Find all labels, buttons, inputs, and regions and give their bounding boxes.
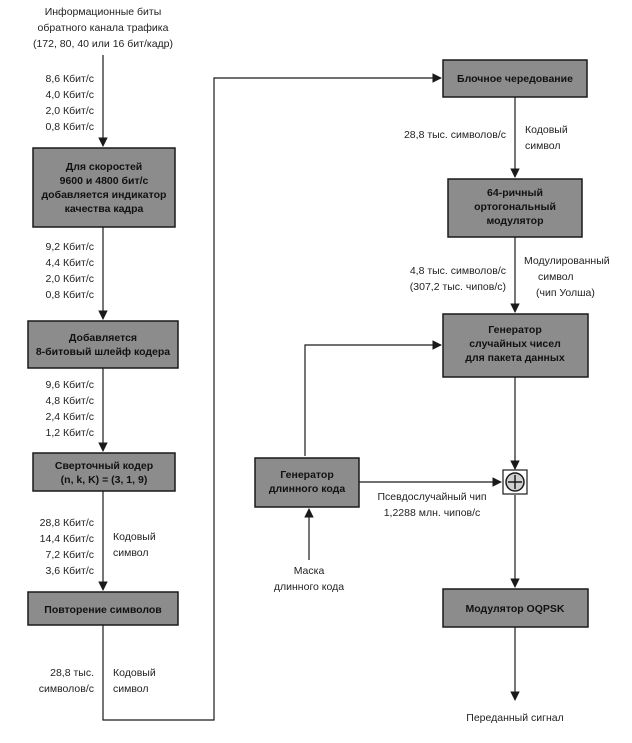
- modulated-rate-label: 4,8 тыс. символов/с (307,2 тыс. чипов/с): [410, 265, 506, 293]
- svg-text:2,0 Кбит/с: 2,0 Кбит/с: [46, 273, 95, 285]
- output-signal-label: Переданный сигнал: [466, 712, 563, 724]
- svg-text:9,6 Кбит/с: 9,6 Кбит/с: [46, 379, 95, 391]
- svg-text:0,8 Кбит/с: 0,8 Кбит/с: [46, 121, 95, 133]
- svg-text:(172, 80, 40 или 16 бит/кадр): (172, 80, 40 или 16 бит/кадр): [33, 38, 173, 50]
- svg-text:символ: символ: [113, 683, 149, 695]
- interleave-box-line-1: Блочное чередование: [457, 73, 573, 85]
- rates-block-2: 9,2 Кбит/с 4,4 Кбит/с 2,0 Кбит/с 0,8 Кби…: [46, 241, 95, 301]
- svg-text:(307,2 тыс. чипов/с): (307,2 тыс. чипов/с): [410, 281, 506, 293]
- rates-block-1: 8,6 Кбит/с 4,0 Кбит/с 2,0 Кбит/с 0,8 Кби…: [46, 73, 95, 133]
- svg-text:длинного кода: длинного кода: [274, 581, 344, 593]
- svg-text:(чип Уолша): (чип Уолша): [536, 287, 595, 299]
- code-symbol-label-2: Кодовый символ: [113, 667, 156, 695]
- svg-text:2,0 Кбит/с: 2,0 Кбит/с: [46, 105, 95, 117]
- svg-text:Информационные биты: Информационные биты: [45, 6, 162, 18]
- svg-text:Кодовый: Кодовый: [113, 531, 156, 543]
- burst-box-line-1: Генератор: [488, 324, 542, 336]
- svg-text:14,4 Кбит/с: 14,4 Кбит/с: [40, 533, 94, 545]
- burst-box-line-3: для пакета данных: [465, 352, 565, 364]
- conv-encoder-box-line-1: Сверточный кодер: [55, 460, 153, 472]
- svg-text:Маска: Маска: [294, 565, 325, 577]
- svg-text:символов/с: символов/с: [39, 683, 94, 695]
- indicator-box-line-3: добавляется индикатор: [42, 189, 167, 201]
- svg-text:обратного канала трафика: обратного канала трафика: [38, 22, 169, 34]
- indicator-box-line-4: качества кадра: [65, 203, 144, 215]
- rates-block-3: 9,6 Кбит/с 4,8 Кбит/с 2,4 Кбит/с 1,2 Кби…: [46, 379, 95, 439]
- burst-box-line-2: случайных чисел: [469, 338, 561, 350]
- svg-text:4,8 Кбит/с: 4,8 Кбит/с: [46, 395, 95, 407]
- tail-box-line-1: Добавляется: [69, 332, 137, 344]
- svg-text:4,0 Кбит/с: 4,0 Кбит/с: [46, 89, 95, 101]
- svg-text:Псевдослучайный чип: Псевдослучайный чип: [377, 491, 486, 503]
- indicator-box-line-1: Для скоростей: [66, 161, 143, 173]
- indicator-box-line-2: 9600 и 4800 бит/с: [60, 175, 149, 187]
- svg-text:символ: символ: [113, 547, 149, 559]
- tail-box: Добавляется 8-битовый шлейф кодера: [27, 320, 179, 369]
- svg-text:1,2 Кбит/с: 1,2 Кбит/с: [46, 427, 95, 439]
- interleave-box: Блочное чередование: [442, 59, 588, 98]
- rate-block-5: 28,8 тыс. символов/с: [39, 667, 94, 695]
- repeat-box-line-1: Повторение символов: [44, 604, 162, 616]
- svg-text:символ: символ: [525, 140, 561, 152]
- orthogonal-modulator-box: 64-ричный ортогональный модулятор: [447, 178, 583, 238]
- svg-text:2,4 Кбит/с: 2,4 Кбит/с: [46, 411, 95, 423]
- xor-adder-icon: [502, 469, 528, 495]
- longcode-box-line-1: Генератор: [280, 469, 334, 481]
- conv-encoder-box: Сверточный кодер (n, k, K) = (3, 1, 9): [32, 452, 176, 492]
- oqpsk-box-line-1: Модулятор OQPSK: [466, 603, 565, 615]
- svg-text:Кодовый: Кодовый: [113, 667, 156, 679]
- rates-block-4: 28,8 Кбит/с 14,4 Кбит/с 7,2 Кбит/с 3,6 К…: [40, 517, 94, 577]
- longcode-box-line-2: длинного кода: [269, 483, 346, 495]
- orth-box-line-1: 64-ричный: [487, 187, 543, 199]
- tail-box-line-2: 8-битовый шлейф кодера: [36, 346, 170, 358]
- orth-box-line-3: модулятор: [486, 215, 543, 227]
- repeat-box: Повторение символов: [27, 591, 179, 626]
- code-symbol-label-3: Кодовый символ: [525, 124, 568, 152]
- conv-encoder-box-line-2: (n, k, K) = (3, 1, 9): [61, 474, 148, 486]
- svg-text:28,8 тыс.: 28,8 тыс.: [50, 667, 94, 679]
- svg-text:7,2 Кбит/с: 7,2 Кбит/с: [46, 549, 95, 561]
- svg-text:4,8 тыс. символов/с: 4,8 тыс. символов/с: [410, 265, 506, 277]
- svg-text:Кодовый: Кодовый: [525, 124, 568, 136]
- burst-randomizer-box: Генератор случайных чисел для пакета дан…: [442, 313, 589, 378]
- line-repeat-to-interleave: [102, 73, 442, 721]
- svg-text:3,6 Кбит/с: 3,6 Кбит/с: [46, 565, 95, 577]
- line-longcode-to-burst: [304, 340, 442, 456]
- long-code-mask-label: Маска длинного кода: [274, 565, 344, 593]
- svg-text:0,8 Кбит/с: 0,8 Кбит/с: [46, 289, 95, 301]
- svg-text:4,4 Кбит/с: 4,4 Кбит/с: [46, 257, 95, 269]
- oqpsk-modulator-box: Модулятор OQPSK: [442, 588, 589, 628]
- input-title: Информационные биты обратного канала тра…: [33, 6, 173, 50]
- indicator-box: Для скоростей 9600 и 4800 бит/с добавляе…: [32, 147, 176, 228]
- long-code-generator-box: Генератор длинного кода: [254, 457, 360, 508]
- code-symbol-label-1: Кодовый символ: [113, 531, 156, 559]
- svg-text:символ: символ: [538, 271, 574, 283]
- svg-text:9,2 Кбит/с: 9,2 Кбит/с: [46, 241, 95, 253]
- svg-text:28,8 Кбит/с: 28,8 Кбит/с: [40, 517, 94, 529]
- orth-box-line-2: ортогональный: [474, 201, 556, 213]
- svg-text:Модулированный: Модулированный: [524, 255, 610, 267]
- pn-chip-label: Псевдослучайный чип 1,2288 млн. чипов/с: [377, 491, 486, 519]
- interleave-rate-label: 28,8 тыс. символов/с: [404, 129, 506, 141]
- modulated-symbol-label: Модулированный символ (чип Уолша): [524, 255, 610, 299]
- svg-text:1,2288 млн. чипов/с: 1,2288 млн. чипов/с: [384, 507, 481, 519]
- svg-text:8,6 Кбит/с: 8,6 Кбит/с: [46, 73, 95, 85]
